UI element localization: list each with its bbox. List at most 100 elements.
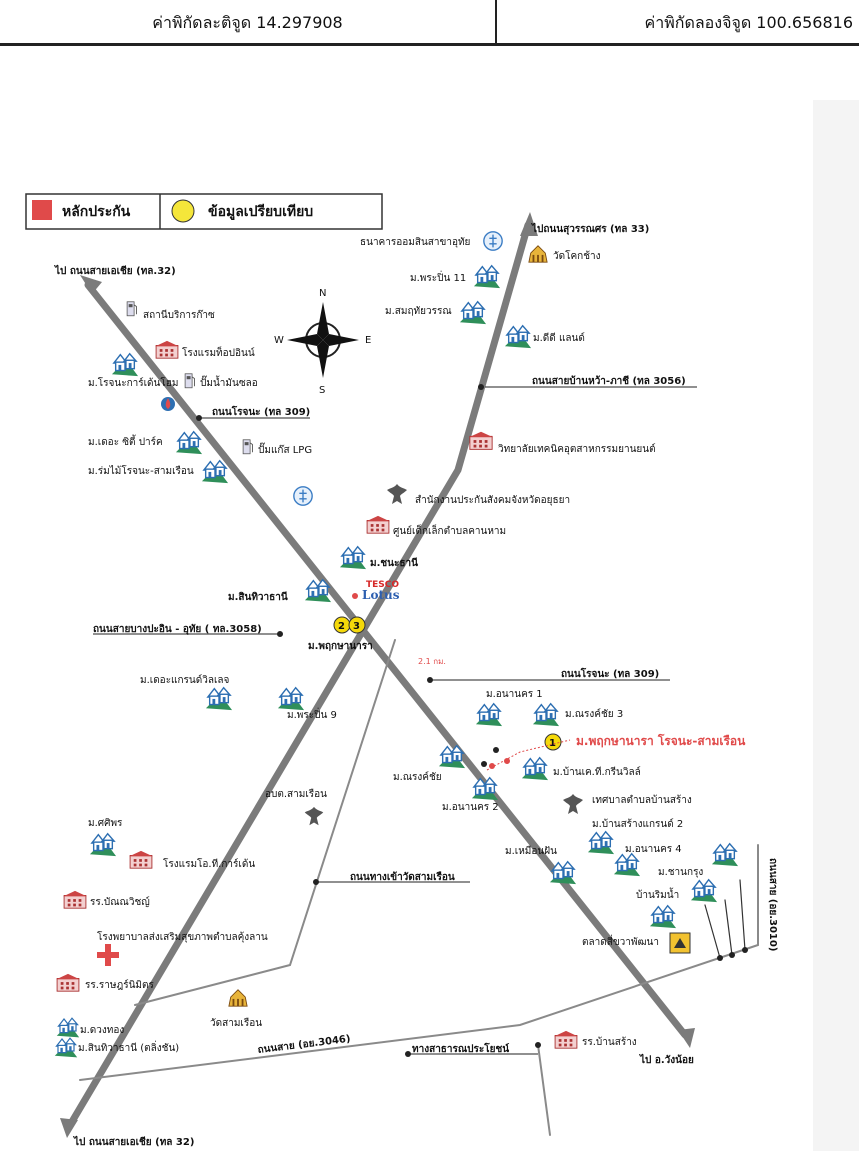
label-rojana-garden: ม.โรจนะการ์เด้นโฮม: [88, 376, 178, 389]
obt-garuda-icon: [304, 806, 324, 826]
label-chanathani: ม.ชนะธานี: [370, 557, 418, 569]
label-sinthawi-ext: ม.สินทิวาธานี (ตลิ่งชัน): [78, 1040, 179, 1054]
comparison-legend-label: ข้อมูลเปรียบเทียบ: [208, 204, 313, 220]
temple-icon: [228, 989, 248, 1007]
house-icon: [277, 687, 305, 711]
school-icon: [62, 890, 88, 909]
label-narong3: ม.ณรงค์ชัย 3: [565, 708, 623, 720]
arrow-nw: [80, 275, 102, 294]
house-icon: [649, 905, 677, 929]
comparison-marker-3: [348, 616, 366, 634]
house-icon: [504, 325, 532, 349]
label-banrimnam: บ้านริมน้ำ: [636, 887, 679, 901]
label-romrai: ม.ร่มไม้โรจนะ-สามเรือน: [88, 464, 194, 477]
label-asia-nw: ไป ถนนสายเอเชีย (ทล.32): [54, 264, 176, 277]
label-hospital: โรงพยาบาลส่งเสริมสุขภาพตำบลคุ้งลาน: [97, 930, 268, 943]
road-labels: ไป ถนนสายเอเชีย (ทล.32) ไปถนนสุวรรณศร (ท…: [54, 222, 778, 1148]
collateral-legend-label: หลักประกัน: [62, 204, 131, 220]
svg-text:2: 2: [338, 621, 345, 632]
house-icon: [175, 431, 203, 455]
compass-s: S: [319, 385, 325, 396]
daycare-icon: [365, 515, 391, 534]
label-bank: ธนาคารออมสินสาขาอุทัย: [360, 237, 470, 248]
label-bansang-grand: ม.บ้านสร้างแกรนด์ 2: [592, 818, 683, 830]
hospital-icon: [97, 944, 119, 966]
compass-icon: N S W E: [274, 288, 371, 396]
svg-text:3: 3: [353, 621, 360, 632]
sso-garuda-icon: [387, 484, 407, 504]
label-watsamruean-rd: ถนนทางเข้าวัดสามเรือน: [350, 871, 455, 883]
label-oil: ปั๊มน้ำมันซลอ: [200, 375, 258, 389]
label-banwa: ถนนสายบ้านหว้า-ภาชี (ทล 3056): [532, 375, 686, 387]
label-rojana-right: ถนนโรจนะ (ทล 309): [561, 667, 659, 680]
house-icon: [587, 831, 615, 855]
fuel-pump-icon: [184, 373, 195, 389]
comparison-markers: 2 3 1: [333, 616, 562, 751]
scan-edge: [813, 100, 859, 1151]
collateral-marker: ม.พฤกษานารา โรจนะ-สามเรือน 2.1 กม.: [352, 593, 746, 771]
collateral-legend-swatch: [32, 200, 52, 220]
label-gas: สถานีบริการก๊าซ: [143, 309, 215, 321]
svg-text:TESCO: TESCO: [366, 580, 399, 590]
longitude-cell: ค่าพิกัดลองจิจูด 100.656816: [644, 13, 853, 32]
label-greenville: ม.บ้านเค.ที.กรีนวิลล์: [553, 766, 641, 778]
label-school-bansang: รร.บ้านสร้าง: [582, 1036, 637, 1048]
label-anan4: ม.อนานคร 4: [625, 844, 682, 855]
label-muenfan: ม.เหมือนฝัน: [505, 845, 557, 857]
label-ayo3010: ถนนสาย (อย.3010): [767, 858, 778, 951]
house-icon: [613, 853, 641, 877]
label-duangthong: ม.ดวงทอง: [80, 1025, 124, 1036]
label-sinthawi: ม.สินทิวาธานี: [228, 591, 288, 603]
label-grand-village: ม.เดอะแกรนด์วิลเลจ: [140, 674, 230, 686]
label-rojana-top: ถนนโรจนะ (ทล 309): [212, 405, 310, 418]
label-wangnoi: ไป อ.วังน้อย: [639, 1053, 694, 1066]
road-rojana-main: [84, 281, 689, 1039]
arrow-ne: [520, 212, 538, 236]
hotel-icon: [154, 340, 180, 359]
comparison-legend-swatch: [171, 199, 195, 223]
label-city-park: ม.เดอะ ซิตี้ ปาร์ค: [88, 434, 163, 448]
latitude-cell: ค่าพิกัดละติจูด 14.297908: [0, 0, 497, 43]
compass-n: N: [319, 288, 326, 299]
roads: [66, 221, 759, 1136]
label-market: ตลาดสี่ขวาพัฒนา: [582, 934, 659, 948]
house-icon: [459, 301, 487, 325]
house-icon: [54, 1037, 78, 1059]
label-narong: ม.ณรงค์ชัย: [393, 771, 442, 783]
bank-icon: [483, 231, 503, 251]
label-suwannasorn: ไปถนนสุวรรณศร (ทล 33): [531, 222, 649, 235]
road-asia-suwannasorn: [66, 221, 532, 1129]
road-ayo3046: [79, 944, 759, 1081]
school-rat-icon: [55, 973, 81, 992]
arrow-sw: [60, 1118, 78, 1138]
svg-text:Lotus: Lotus: [362, 588, 400, 602]
school-bansang-icon: [553, 1030, 579, 1049]
road-public: [537, 1044, 551, 1136]
college-icon: [468, 431, 494, 450]
label-anan2: ม.อนานคร 2: [442, 802, 499, 813]
label-prapin9: ม.พระปิ่น 9: [287, 707, 337, 721]
label-chankrung: ม.ชานกรุง: [658, 867, 703, 878]
label-school-banna: รร.บัณณวิชญ์: [90, 896, 150, 908]
label-pruksanara: ม.พฤกษานารา: [308, 641, 373, 652]
house-icon: [339, 546, 367, 570]
label-daycare: ศูนย์เด็กเล็กตำบลคานหาม: [393, 523, 506, 537]
house-icon: [711, 843, 739, 867]
coordinate-header: ค่าพิกัดละติจูด 14.297908 ค่าพิกัดลองจิจ…: [0, 0, 859, 46]
distance-label: 2.1 กม.: [418, 657, 446, 666]
gas-station-icon: [126, 301, 137, 317]
label-watkok: วัดโคกช้าง: [553, 249, 601, 262]
label-public-rd: ทางสาธารณประโยชน์: [412, 1042, 509, 1055]
label-watsamruean: วัดสามเรือน: [210, 1017, 262, 1029]
label-bangpain: ถนนสายบางปะอิน - อุทัย ( ทล.3058): [93, 623, 262, 635]
house-icon: [690, 879, 718, 903]
house-icon: [475, 703, 503, 727]
compass-e: E: [365, 335, 371, 346]
temple-icon: [528, 245, 548, 263]
house-icon: [473, 265, 501, 289]
hotel-ot-icon: [128, 850, 154, 869]
market-icon: [669, 932, 691, 954]
label-college: วิทยาลัยเทคนิคอุตสาหกรรมยานยนต์: [498, 443, 656, 455]
label-anan1: ม.อนานคร 1: [486, 689, 543, 700]
